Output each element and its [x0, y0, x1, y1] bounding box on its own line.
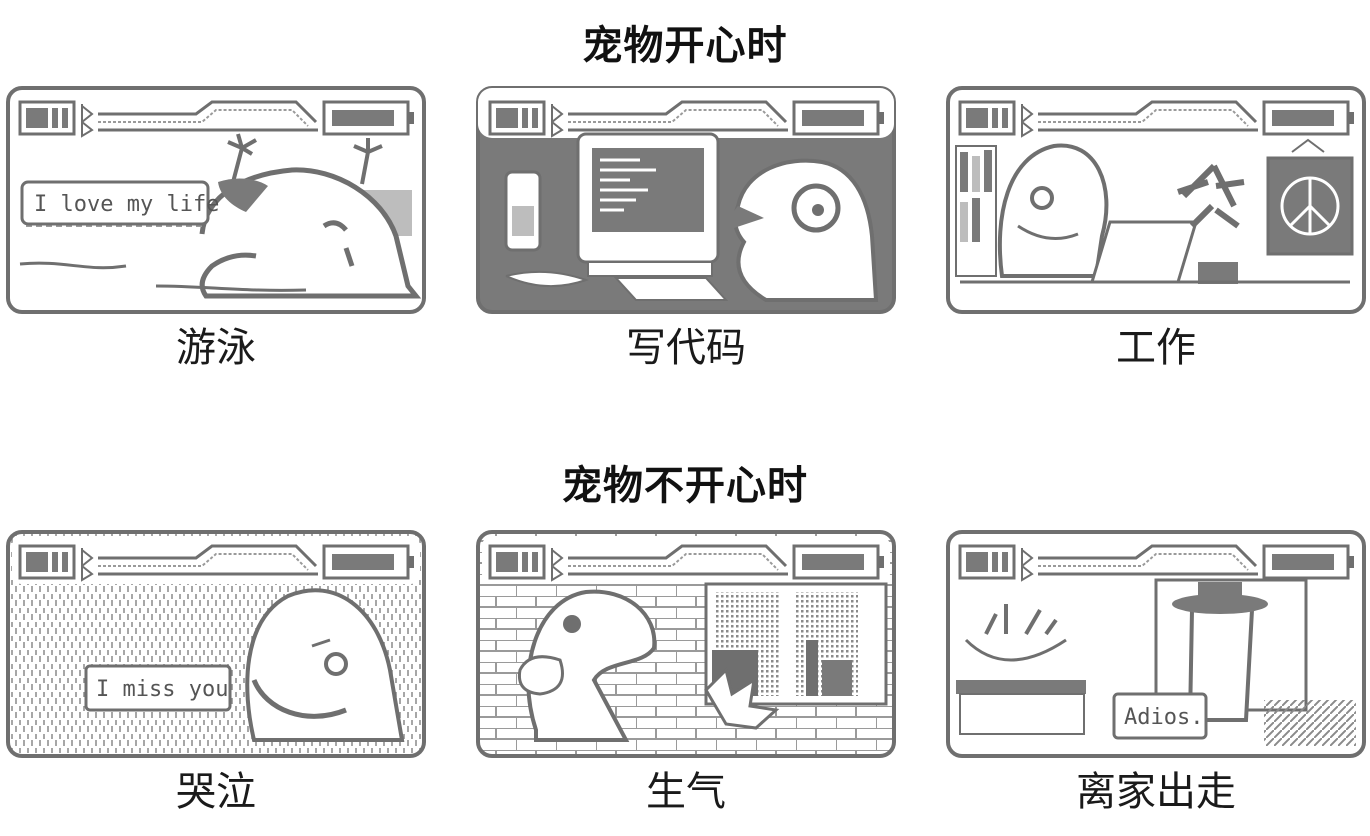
section-title-happy: 宠物开心时 [582, 23, 788, 69]
dolphin-icon [517, 589, 657, 742]
section-title-unhappy: 宠物不开心时 [562, 463, 808, 509]
bookshelf-icon [955, 145, 997, 277]
caption-leave: 离家出走 [1076, 769, 1236, 815]
cry-scene: I miss you [84, 588, 405, 742]
card-angry [476, 530, 896, 760]
status-bar [958, 100, 1354, 138]
screen-leave: Adios. [946, 530, 1366, 758]
sim-card-icon [958, 100, 1016, 136]
speech-bubble: I love my life [20, 180, 219, 226]
battery-icon [322, 544, 414, 580]
dolphin-icon [199, 167, 422, 299]
card-swim: I love my life [6, 86, 426, 316]
card-work [946, 86, 1366, 316]
laptop-icon [1089, 220, 1199, 284]
status-bar [488, 100, 884, 138]
monitor-icon [576, 132, 720, 277]
sim-card-icon [488, 100, 546, 136]
status-bar [18, 544, 414, 582]
caption-cry: 哭泣 [176, 769, 256, 815]
bluetooth-icon [81, 548, 94, 582]
caption-code: 写代码 [626, 325, 746, 371]
battery-icon [322, 100, 414, 136]
code-scene [504, 132, 879, 302]
battery-icon [1262, 100, 1354, 136]
speech-bubble: Adios. [1112, 692, 1208, 740]
bluetooth-icon [551, 104, 564, 138]
dolphin-icon [997, 143, 1109, 278]
sim-card-icon [18, 100, 76, 136]
phone-icon [504, 170, 542, 252]
caption-swim: 游泳 [176, 325, 256, 371]
angry-scene [517, 582, 888, 742]
screen-angry [476, 530, 896, 758]
swim-scene: I love my life [19, 133, 422, 299]
battery-icon [792, 544, 884, 580]
dolphin-icon [245, 588, 405, 742]
window-icon [704, 582, 888, 706]
card-cry: I miss you [6, 530, 426, 760]
sim-card-icon [488, 544, 546, 580]
bubble-text: I love my life [34, 192, 219, 217]
status-bar [958, 544, 1354, 582]
plant-icon [1177, 163, 1245, 284]
sim-card-icon [958, 544, 1016, 580]
bluetooth-icon [551, 548, 564, 582]
speech-bubble: I miss you [84, 664, 232, 712]
dolphin-icon [731, 158, 879, 302]
keyboard-icon [613, 277, 729, 301]
screen-cry: I miss you [6, 530, 426, 758]
status-bar [488, 544, 884, 582]
plant-bowl-icon [956, 604, 1086, 735]
leave-scene: Adios. [956, 578, 1356, 746]
screen-work [946, 86, 1366, 314]
caption-angry: 生气 [646, 769, 726, 815]
battery-icon [792, 100, 884, 136]
card-leave: Adios. [946, 530, 1366, 760]
bluetooth-icon [81, 104, 94, 138]
screen-code [476, 86, 896, 314]
sim-card-icon [18, 544, 76, 580]
battery-icon [1262, 544, 1354, 580]
screen-swim: I love my life [6, 86, 426, 314]
work-scene [955, 138, 1354, 284]
status-bar [18, 100, 414, 138]
card-code [476, 86, 896, 316]
burst-icon [704, 667, 780, 730]
bubble-text: Adios. [1124, 705, 1203, 730]
peace-poster-icon [1266, 138, 1354, 256]
caption-work: 工作 [1116, 325, 1196, 371]
bubble-text: I miss you [96, 677, 228, 702]
bluetooth-icon [1021, 104, 1034, 138]
bluetooth-icon [1021, 548, 1034, 582]
hat-icon [1172, 582, 1268, 614]
